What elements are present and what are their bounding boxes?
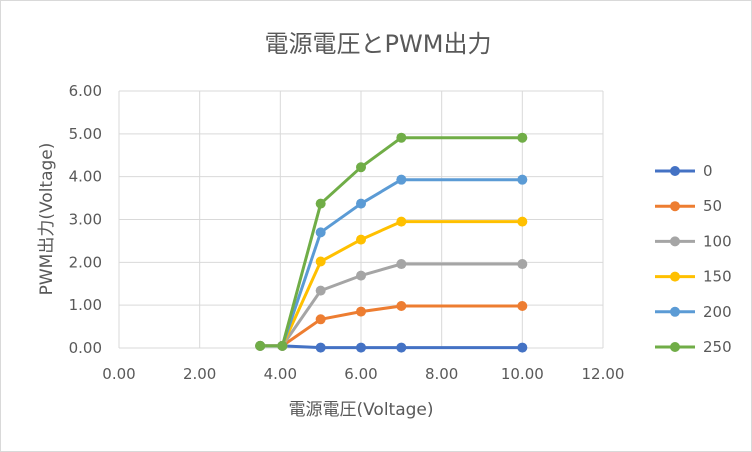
data-point-250 xyxy=(356,162,366,173)
data-point-100 xyxy=(396,259,407,270)
data-point-150 xyxy=(315,256,326,267)
data-point-50 xyxy=(396,301,407,312)
data-point-100 xyxy=(517,259,528,270)
data-point-200 xyxy=(517,174,528,185)
data-point-150 xyxy=(356,234,366,245)
x-tick-label: 2.00 xyxy=(183,365,216,383)
y-tick-label: 0.00 xyxy=(69,339,102,357)
legend-marker-100 xyxy=(670,236,680,247)
y-axis-label: PWM出力(Voltage) xyxy=(37,143,57,296)
data-point-0 xyxy=(396,342,407,353)
data-point-50 xyxy=(356,306,366,317)
data-point-250 xyxy=(255,340,266,351)
y-tick-label: 6.00 xyxy=(69,82,102,100)
y-tick-label: 3.00 xyxy=(69,211,102,229)
legend-label-250: 250 xyxy=(703,338,732,356)
series-group xyxy=(255,132,528,353)
legend-marker-250 xyxy=(670,342,680,352)
x-axis-label: 電源電圧(Voltage) xyxy=(288,400,433,420)
data-point-200 xyxy=(396,174,407,185)
data-point-150 xyxy=(517,216,528,227)
legend-label-50: 50 xyxy=(703,197,722,215)
x-axis-ticks: 0.00 2.00 4.00 6.00 8.00 10.00 12.00 xyxy=(102,365,624,383)
data-point-200 xyxy=(315,227,326,238)
data-point-250 xyxy=(315,198,326,209)
data-point-0 xyxy=(356,342,366,353)
data-point-100 xyxy=(356,270,366,281)
data-point-150 xyxy=(396,216,407,227)
x-tick-label: 12.00 xyxy=(582,365,625,383)
y-axis-ticks: 0.00 1.00 2.00 3.00 4.00 5.00 6.00 xyxy=(69,82,102,357)
legend-label-150: 150 xyxy=(703,268,732,286)
x-tick-label: 10.00 xyxy=(501,365,544,383)
data-point-50 xyxy=(517,301,528,312)
data-point-50 xyxy=(315,314,326,325)
data-point-250 xyxy=(517,132,528,143)
data-point-250 xyxy=(396,132,407,143)
chart-title: 電源電圧とPWM出力 xyxy=(265,30,492,58)
x-tick-label: 8.00 xyxy=(425,365,458,383)
x-tick-label: 6.00 xyxy=(344,365,377,383)
y-tick-label: 2.00 xyxy=(69,253,102,271)
data-point-200 xyxy=(356,198,366,209)
series-line-250 xyxy=(260,136,523,348)
x-tick-label: 4.00 xyxy=(264,365,297,383)
legend-label-100: 100 xyxy=(703,232,732,250)
series-line-50 xyxy=(260,304,523,348)
legend-marker-200 xyxy=(670,306,680,317)
data-point-0 xyxy=(517,342,528,353)
y-tick-label: 4.00 xyxy=(69,168,102,186)
y-tick-label: 1.00 xyxy=(69,296,102,314)
legend-marker-0 xyxy=(670,166,680,176)
y-tick-label: 5.00 xyxy=(69,125,102,143)
legend-marker-50 xyxy=(670,201,680,212)
legend-label-200: 200 xyxy=(703,303,732,321)
legend-marker-150 xyxy=(670,271,680,282)
data-point-0 xyxy=(315,342,326,353)
data-point-100 xyxy=(315,285,326,296)
data-point-250 xyxy=(277,340,288,351)
legend: 0 50 100 150 200 250 xyxy=(655,162,732,356)
legend-label-0: 0 xyxy=(703,162,713,180)
x-tick-label: 0.00 xyxy=(102,365,135,383)
series-line-0 xyxy=(260,344,523,350)
